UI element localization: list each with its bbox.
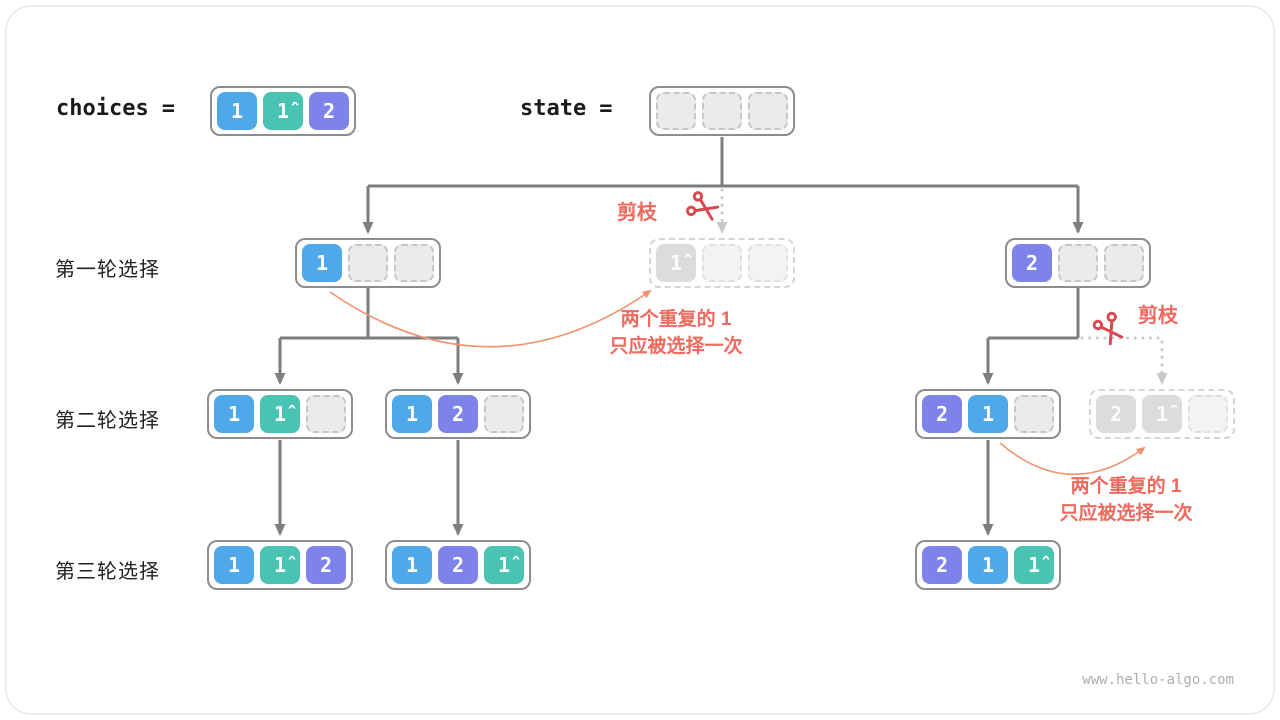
duplicate-note-line1: 两个重复的 1 — [1070, 476, 1182, 497]
duplicate-note-right: 两个重复的 1 只应被选择一次 — [1006, 473, 1246, 527]
duplicate-note-line2: 只应被选择一次 — [609, 336, 743, 357]
scissors-icon — [683, 187, 726, 230]
state-cell: 2 — [438, 395, 478, 433]
state-cell: 2 — [306, 546, 346, 584]
node-r2-12: 1 2 — [385, 389, 531, 439]
empty-cell — [1104, 244, 1144, 282]
empty-cell — [1014, 395, 1054, 433]
scissors-icon — [1088, 308, 1132, 352]
state-cell: 1 — [968, 546, 1008, 584]
state-cell: 1 — [392, 546, 432, 584]
state-cell: 1̂ — [1142, 395, 1182, 433]
state-cell: 2 — [1096, 395, 1136, 433]
node-r2-11: 1 1̂ — [207, 389, 353, 439]
equals-sign: = — [161, 96, 175, 121]
choices-box: 1 1̂ 2 — [210, 86, 356, 136]
state-cell: 1 — [214, 546, 254, 584]
state-box — [649, 86, 795, 136]
empty-cell — [748, 244, 788, 282]
state-header: state = — [520, 96, 612, 121]
node-r1-pruned: 1̂ — [649, 238, 795, 288]
row-label-round3: 第三轮选择 — [55, 561, 160, 583]
state-cell: 1̂ — [1014, 546, 1054, 584]
state-cell: 1 — [968, 395, 1008, 433]
duplicate-note-top: 两个重复的 1 只应被选择一次 — [556, 306, 796, 360]
choice-cell: 1 — [217, 92, 257, 130]
state-cell: 1 — [392, 395, 432, 433]
equals-sign: = — [599, 96, 613, 121]
prune-label-top: 剪枝 — [617, 202, 657, 224]
row-label-round1: 第一轮选择 — [55, 259, 160, 281]
choice-cell: 1̂ — [263, 92, 303, 130]
node-r2-21: 2 1 — [915, 389, 1061, 439]
node-r1-left: 1 — [295, 238, 441, 288]
empty-cell — [702, 92, 742, 130]
choices-label: choices — [56, 96, 149, 121]
empty-cell — [484, 395, 524, 433]
empty-cell — [306, 395, 346, 433]
node-r2-pruned: 2 1̂ — [1089, 389, 1235, 439]
watermark: www.hello-algo.com — [1082, 672, 1234, 688]
prune-label-right: 剪枝 — [1138, 305, 1178, 327]
empty-cell — [394, 244, 434, 282]
state-cell: 2 — [922, 395, 962, 433]
state-cell: 1̂ — [656, 244, 696, 282]
empty-cell — [1188, 395, 1228, 433]
empty-cell — [1058, 244, 1098, 282]
empty-cell — [656, 92, 696, 130]
node-r1-right: 2 — [1005, 238, 1151, 288]
state-label: state — [520, 96, 587, 121]
row-label-round2: 第二轮选择 — [55, 410, 160, 432]
state-cell: 2 — [922, 546, 962, 584]
state-cell: 1 — [214, 395, 254, 433]
duplicate-note-line2: 只应被选择一次 — [1059, 503, 1193, 524]
state-cell: 1̂ — [260, 546, 300, 584]
empty-cell — [702, 244, 742, 282]
state-cell: 2 — [438, 546, 478, 584]
empty-cell — [748, 92, 788, 130]
state-cell: 1̂ — [484, 546, 524, 584]
choices-header: choices = — [56, 96, 175, 121]
state-cell: 2 — [1012, 244, 1052, 282]
state-cell: 1 — [302, 244, 342, 282]
state-cell: 1̂ — [260, 395, 300, 433]
node-r3-112: 1 1̂ 2 — [207, 540, 353, 590]
empty-cell — [348, 244, 388, 282]
duplicate-note-line1: 两个重复的 1 — [620, 309, 732, 330]
node-r3-121: 1 2 1̂ — [385, 540, 531, 590]
choice-cell: 2 — [309, 92, 349, 130]
node-r3-211: 2 1 1̂ — [915, 540, 1061, 590]
